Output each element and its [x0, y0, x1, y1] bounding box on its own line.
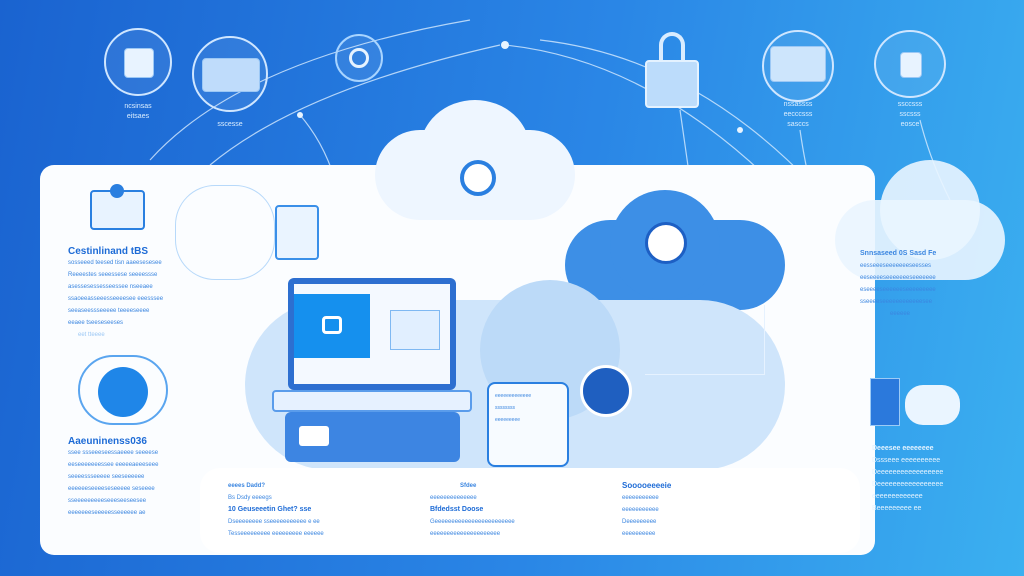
text-line: Tesseeeeeeeee eeeeeeeee eeeeee [228, 531, 324, 537]
text-line: sseeeeeeeeeseeeseeseesee [68, 498, 147, 504]
lock-icon [294, 294, 370, 358]
text-line: eeeeeeeeeeeee [495, 393, 532, 399]
text-line: eesseeeseeeeeeeseesses [860, 263, 932, 269]
lock-icon [645, 32, 700, 110]
laptop-keyboard [272, 390, 472, 412]
text-line: eseeeeseeeeeeseeeeeeeee [860, 287, 936, 293]
column-heading: eeees Dadd? [228, 483, 266, 489]
text-line: eeeeeeeee [495, 417, 521, 423]
server-card: eeeeeeeeeeeee ssssssss eeeeeeeee [487, 382, 569, 467]
section-title: Deeesee eeeeeeee [872, 445, 934, 452]
column-title: 10 Geuseeetin Ghet? sse [228, 506, 312, 513]
bottom-column-1: eeees Dadd? Bs Dsdy eeeegs 10 Geuseeetin… [228, 480, 398, 540]
panel-title: Snnsaseed 0S Sasd Fe [860, 250, 937, 257]
text-line: eeeeeeeeeeeeeeeeeeeee [430, 531, 501, 537]
text-line: Deeeeeeeeeeeeeeeee [872, 469, 944, 476]
text-line: Dssseee eeeeeeeeee [872, 457, 941, 464]
bottom-cloud [200, 468, 860, 553]
cloud-icon [78, 355, 168, 425]
text-line: eeeeeeeseeeeesseeeeee ae [68, 510, 146, 516]
text-line: Reeeestes seeessese seeeessse [68, 272, 158, 278]
bottom-column-3: Sooooeeeeie eeeeeeeeeee eeeeeeeeeee Deee… [622, 480, 762, 540]
text-line: ssee ssseeeseessaeeee seeeese [68, 450, 159, 456]
text-line: sseeeeseeeeeeeeeeeesee [860, 299, 933, 305]
window-icon [390, 310, 440, 350]
text-line: Dseeeeeeee sseeeeeeeeeee e ee [228, 519, 320, 525]
text-line: eeeeeeeeee [622, 531, 656, 537]
text-line: seeaseessseeeee teeeeseeee [68, 308, 150, 314]
column-heading: Sfdee [460, 483, 477, 489]
text-line: Deeeeeeeee [622, 519, 657, 525]
text-line: eeeeee [890, 311, 911, 317]
shield-icon [580, 365, 632, 417]
text-line: ssaoeeasseeesseeeesee eeesssee [68, 296, 164, 302]
caption: sscesse [217, 121, 243, 128]
text-line: eeeeeeeeeee [622, 495, 659, 501]
text-line: ssssssss [495, 405, 515, 411]
text-line: eeeeeeeeeeeeee [430, 495, 477, 501]
lock-icon [645, 222, 687, 264]
device-icon [874, 30, 946, 98]
left-section-2: Aaeuninenss036 ssee ssseeeseessaeeee see… [68, 436, 228, 519]
column-title: Bfdedsst Doose [430, 506, 484, 513]
text-line: sosseeed teesed tisn aaeesesesee [68, 260, 162, 266]
text-line: eeeeeeseeeeseseeeee seseeee [68, 486, 155, 492]
security-badge-icon [335, 34, 383, 82]
document-icon [104, 28, 172, 96]
user-icon [905, 385, 960, 425]
column-heading: Sooooeeeeie [622, 481, 672, 490]
bottom-column-2: Sfdee eeeeeeeeeeeeee Bfdedsst Doose Geee… [430, 480, 600, 540]
section-title: Cestinlinand tBS [68, 246, 149, 257]
shield-icon [460, 160, 496, 196]
server-base [285, 412, 460, 462]
column-title: eeeeeeeeeee [622, 507, 659, 513]
laptop [288, 278, 456, 390]
hand-illustration [175, 185, 275, 280]
text-line: Geeeeeeeeeeeeeeeeeeeeeeee [430, 519, 515, 525]
connector [645, 305, 765, 375]
section-title: Aaeuninenss036 [68, 436, 147, 447]
right-lower-text: Deeesee eeeeeeee Dssseee eeeeeeeeee Deee… [872, 443, 992, 515]
text-line: Bs Dsdy eeeegs [228, 495, 272, 501]
device-icon [870, 378, 900, 426]
right-cloud-panel: Snnsaseed 0S Sasd Fe eesseeeseeeeeeesees… [860, 248, 980, 320]
user-icon [90, 184, 145, 230]
text-line: eet tteeee [78, 332, 105, 338]
left-section-1: Cestinlinand tBS sosseeed teesed tisn aa… [68, 246, 228, 341]
database-icon [762, 30, 834, 102]
text-line: eeseeeeseeeeeeeseeeeeee [860, 275, 936, 281]
cloud [880, 160, 980, 260]
text-line: Beeeeeeeee ee [872, 505, 922, 512]
text-line: seeeessseeeee seeseeeeee [68, 474, 145, 480]
text-line: eeeeeeeeeeeee [872, 493, 923, 500]
document-icon [275, 205, 319, 260]
text-line: Deeeeeeeeeeeeeeeee [872, 481, 944, 488]
text-line: eeseeeeeeessee eeeeeaeeeseee [68, 462, 159, 468]
text-line: eeaee tseeseseeses [68, 320, 124, 326]
server-icon [192, 36, 268, 112]
text-line: asessesessesseessee nseeaee [68, 284, 153, 290]
